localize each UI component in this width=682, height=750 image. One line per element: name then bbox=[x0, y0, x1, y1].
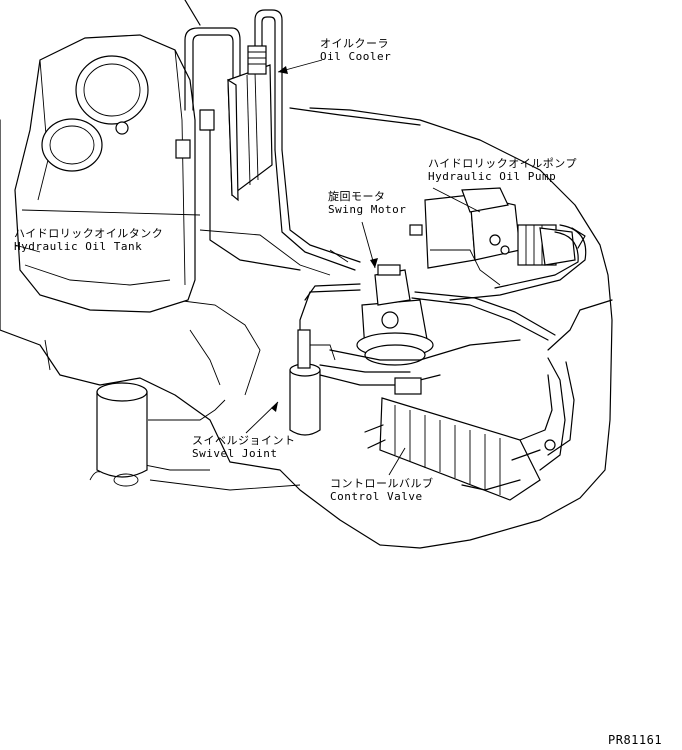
hydraulic-oil-pump bbox=[409, 187, 587, 301]
revolving-frame-outline bbox=[0, 107, 613, 549]
hydraulic-oil-pump-label-en: Hydraulic Oil Pump bbox=[428, 170, 557, 183]
hydraulic-oil-tank-label-jp: ハイドロリックオイルタンク bbox=[14, 227, 164, 240]
swing-motor-label: 旋回モータ Swing Motor bbox=[328, 190, 406, 216]
swing-motor-label-jp: 旋回モータ bbox=[328, 190, 386, 203]
hydraulic-oil-tank-label: ハイドロリックオイルタンク Hydraulic Oil Tank bbox=[14, 227, 163, 253]
hydraulic-oil-pump-label-jp: ハイドロリックオイルポンプ bbox=[428, 157, 577, 170]
hydraulic-oil-pump-label: ハイドロリックオイルポンプ Hydraulic Oil Pump bbox=[428, 157, 577, 183]
hydraulic-oil-tank bbox=[14, 34, 201, 313]
oil-cooler-label-en: Oil Cooler bbox=[320, 50, 392, 63]
swivel-joint-label: スイベルジョイント Swivel Joint bbox=[192, 434, 296, 460]
swing-motor bbox=[299, 264, 434, 366]
control-valve-label-en: Control Valve bbox=[330, 490, 423, 503]
leader-lines bbox=[14, 59, 481, 476]
control-valve-label-jp: コントロールバルブ bbox=[330, 477, 434, 490]
figure-code: PR81161 bbox=[608, 733, 663, 747]
control-valve bbox=[364, 357, 575, 501]
swivel-post bbox=[89, 382, 226, 487]
oil-cooler-label-jp: オイルクーラ bbox=[320, 37, 389, 50]
swivel-joint-label-jp: スイベルジョイント bbox=[192, 434, 296, 447]
hydraulic-oil-tank-label-en: Hydraulic Oil Tank bbox=[14, 240, 143, 253]
oil-cooler-label: オイルクーラ Oil Cooler bbox=[320, 37, 391, 63]
swing-motor-label-en: Swing Motor bbox=[328, 203, 407, 216]
control-valve-label: コントロールバルブ Control Valve bbox=[330, 477, 434, 503]
hydraulic-hoses bbox=[289, 107, 556, 341]
oil-cooler bbox=[184, 0, 361, 271]
swivel-joint-label-en: Swivel Joint bbox=[192, 447, 278, 460]
